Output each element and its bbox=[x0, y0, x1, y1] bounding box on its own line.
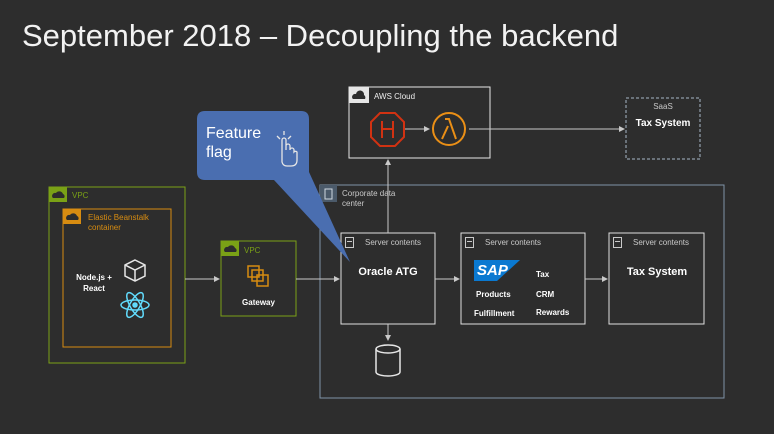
corporate-label: Corporate data center bbox=[342, 189, 396, 208]
building-icon bbox=[320, 185, 337, 202]
oracle-name: Oracle ATG bbox=[358, 266, 418, 278]
sap-item-fulfillment: Fulfillment bbox=[474, 309, 515, 318]
react-icon bbox=[120, 291, 150, 319]
vpc-left-label: VPC bbox=[72, 191, 89, 200]
feature-flag-callout bbox=[197, 111, 350, 262]
saas-frame bbox=[625, 97, 701, 160]
aws-cloud-label: AWS Cloud bbox=[374, 92, 416, 101]
slide-title: September 2018 – Decoupling the backend bbox=[22, 18, 619, 53]
oracle-header: Server contents bbox=[365, 238, 422, 247]
sap-header: Server contents bbox=[485, 238, 542, 247]
api-gateway-icon bbox=[370, 112, 405, 147]
callout-text: Feature flag bbox=[206, 125, 262, 161]
tax-name: Tax System bbox=[626, 266, 688, 278]
server-icon bbox=[613, 237, 622, 248]
server-icon bbox=[465, 237, 474, 248]
vpc-gateway-label: VPC bbox=[244, 246, 261, 255]
gateway-label: Gateway bbox=[242, 298, 275, 307]
tax-header: Server contents bbox=[633, 238, 690, 247]
cloud-icon bbox=[349, 87, 369, 103]
stack-label: Node.js + React bbox=[76, 273, 112, 293]
vpc-left-frame bbox=[48, 186, 186, 364]
beanstalk-label: Elastic Beanstalk container bbox=[88, 213, 149, 232]
cube-icon bbox=[124, 259, 146, 282]
saas-label: SaaS bbox=[653, 102, 673, 111]
server-icon bbox=[345, 237, 354, 248]
database-icon bbox=[375, 344, 401, 377]
pointer-hand-icon bbox=[276, 131, 298, 167]
sap-item-tax: Tax bbox=[536, 270, 550, 279]
sap-item-rewards: Rewards bbox=[536, 308, 570, 317]
vpc-cloud-icon-gateway bbox=[221, 241, 239, 256]
sap-item-products: Products bbox=[476, 290, 511, 299]
vpc-cloud-icon-left bbox=[49, 187, 67, 202]
tax-frame bbox=[608, 232, 705, 325]
beanstalk-icon bbox=[63, 209, 81, 224]
sap-item-crm: CRM bbox=[536, 290, 555, 299]
lambda-icon bbox=[432, 112, 466, 146]
gateway-icon bbox=[247, 265, 269, 287]
saas-tax-system: Tax System bbox=[635, 118, 691, 129]
beanstalk-frame bbox=[62, 208, 172, 348]
aws-cloud-frame bbox=[348, 86, 491, 159]
corporate-frame bbox=[319, 184, 725, 399]
